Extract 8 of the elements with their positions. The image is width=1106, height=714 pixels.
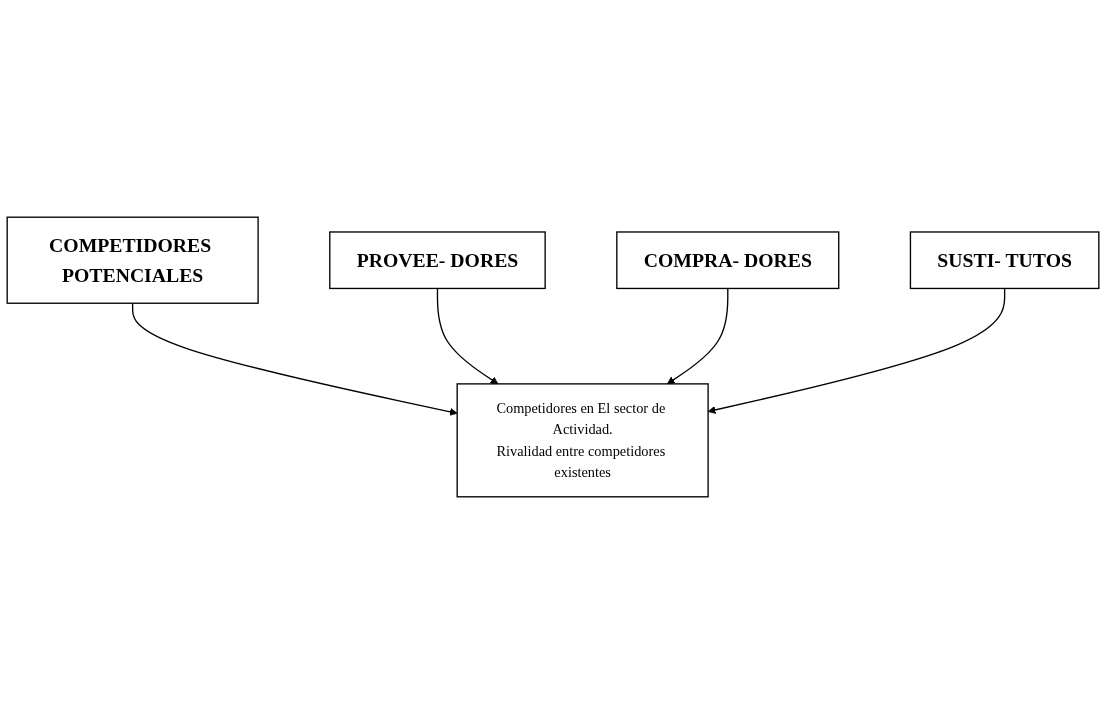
node-box: SUSTI- TUTOS bbox=[909, 231, 1100, 290]
arrow bbox=[436, 287, 499, 385]
node-box: COMPETIDORES POTENCIALES bbox=[6, 216, 259, 304]
node-box: COMPRA- DORES bbox=[616, 231, 840, 290]
arrow bbox=[131, 302, 458, 416]
node-box: Competidores en El sector de Actividad. Rivalidad entre competidores existentes bbox=[456, 383, 709, 498]
arrow bbox=[666, 287, 729, 385]
node-box: PROVEE- DORES bbox=[329, 231, 546, 290]
